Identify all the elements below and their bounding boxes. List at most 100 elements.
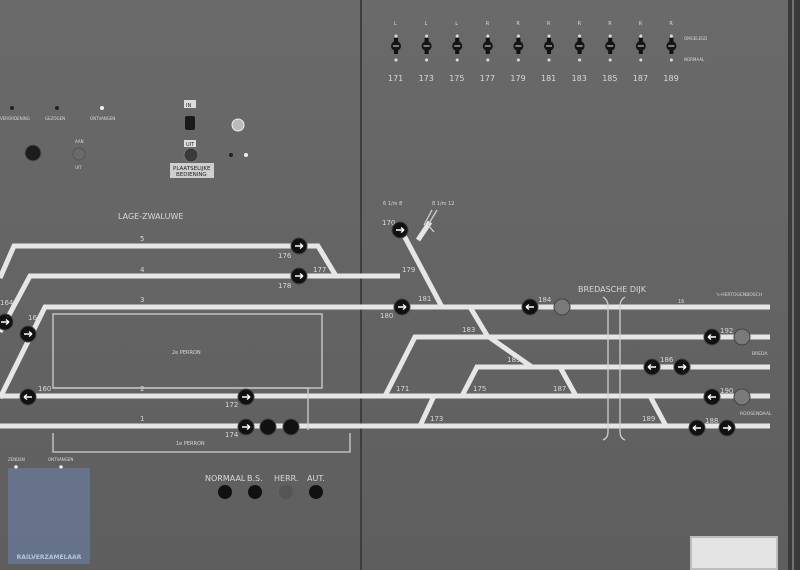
platform-1-label: 1e PERRON (176, 441, 205, 447)
platform-2-label: 2e PERRON (172, 350, 201, 356)
signal-knob[interactable] (237, 418, 255, 436)
track-label-3: 3 (140, 296, 144, 304)
svg-text:177: 177 (313, 266, 326, 274)
track-label-4: 4 (140, 266, 145, 274)
mode-button-bs[interactable] (248, 485, 262, 499)
signal-knob[interactable] (673, 358, 691, 376)
signal-knob[interactable] (0, 313, 14, 331)
station-boundary-left (602, 296, 609, 441)
lever-number: 175 (449, 74, 464, 83)
signal-knob[interactable] (282, 418, 300, 436)
signal-knob[interactable] (237, 388, 255, 406)
lever-position-label: R (669, 21, 673, 27)
arrow-icon (24, 330, 33, 338)
signal-knob[interactable] (521, 298, 539, 316)
arrow-icon (1, 318, 10, 326)
signal-knob[interactable] (290, 267, 308, 285)
signal-knob[interactable] (393, 298, 411, 316)
svg-text:174: 174 (225, 431, 239, 439)
svg-text:164: 164 (0, 299, 14, 307)
signal-knob[interactable] (703, 328, 721, 346)
arrow-icon (707, 393, 716, 401)
track-label-16: 16 (678, 299, 684, 305)
svg-text:179: 179 (402, 266, 415, 274)
lever-position-label: R (547, 21, 551, 27)
lever-position-label: L (455, 21, 458, 27)
lever-number: 179 (510, 74, 525, 83)
release-knob[interactable] (24, 144, 42, 162)
top-left-controls: VERORDENING GEZOGEN ONTVANGEN AAN UIT IN… (0, 100, 248, 178)
tracks (0, 220, 770, 429)
lever-number: 181 (541, 74, 556, 83)
svg-text:189: 189 (642, 415, 655, 423)
lamp-label: ONTVANGEN (90, 116, 115, 121)
lever-position-label: L (425, 21, 428, 27)
arrow-icon (398, 303, 407, 311)
destination-breda: BREDA (752, 351, 768, 357)
signal-knob[interactable] (688, 419, 706, 437)
arrow-icon (723, 424, 732, 432)
svg-text:188: 188 (705, 417, 718, 425)
svg-text:180: 180 (380, 312, 393, 320)
station-name-bredasche-dijk: BREDASCHE DIJK (578, 285, 647, 294)
signal-knob[interactable] (643, 358, 661, 376)
mode-label-herr: HERR. (274, 474, 298, 483)
lever-number: 187 (633, 74, 648, 83)
svg-text:172: 172 (225, 401, 238, 409)
local-control-button[interactable] (183, 147, 199, 163)
mode-button-aut[interactable] (309, 485, 323, 499)
lever-state-normal-label: NORMAAL (684, 57, 705, 62)
nvbs-watermark-logo: RAILVERZAMELAAR (8, 468, 90, 564)
svg-text:184: 184 (538, 296, 552, 304)
rotary-switch[interactable] (231, 118, 245, 132)
mode-button-herr[interactable] (279, 485, 293, 499)
point-lever-175[interactable]: L 175 (449, 21, 464, 83)
svg-text:171: 171 (396, 385, 409, 393)
svg-text:185: 185 (507, 356, 520, 364)
arrow-icon (678, 363, 687, 371)
watermark-text: RAILVERZAMELAAR (16, 554, 82, 561)
local-control-lever[interactable] (185, 116, 195, 130)
point-lever-187[interactable]: R 187 (633, 21, 648, 83)
mode-button-normaal[interactable] (218, 485, 232, 499)
destination-roosendaal: ROOSENDAAL (740, 411, 772, 417)
signal-knob[interactable] (19, 388, 37, 406)
svg-text:183: 183 (462, 326, 475, 334)
signal-knob[interactable] (718, 419, 736, 437)
lever-number: 171 (388, 74, 403, 83)
arrow-icon (23, 393, 32, 401)
lever-position-label: R (608, 21, 612, 27)
signal-knob[interactable] (391, 221, 409, 239)
switch-lamp (72, 147, 86, 161)
switch-off-label: UIT (75, 165, 82, 170)
signal-knob[interactable] (733, 328, 751, 346)
station-boundary-right (619, 296, 626, 441)
signal-knob[interactable] (703, 388, 721, 406)
signal-knob[interactable] (259, 418, 277, 436)
signal-knob[interactable] (290, 237, 308, 255)
mode-label-aut: AUT. (307, 474, 325, 483)
point-lever-181[interactable]: R 181 (541, 21, 556, 83)
lever-position-label: R (639, 21, 643, 27)
lever-state-reversed-label: OMGELEGD (684, 36, 707, 41)
receive-label: ONTVANGEN (48, 457, 73, 462)
signal-knob[interactable] (553, 298, 571, 316)
svg-text:186: 186 (660, 356, 674, 364)
mode-label-normaal: NORMAAL (205, 474, 246, 483)
arrow-icon (396, 226, 405, 234)
svg-text:192: 192 (720, 327, 733, 335)
signal-knob[interactable] (19, 325, 37, 343)
signal-knob[interactable] (733, 388, 751, 406)
svg-text:173: 173 (430, 415, 443, 423)
svg-text:181: 181 (418, 295, 431, 303)
svg-text:190: 190 (720, 387, 733, 395)
